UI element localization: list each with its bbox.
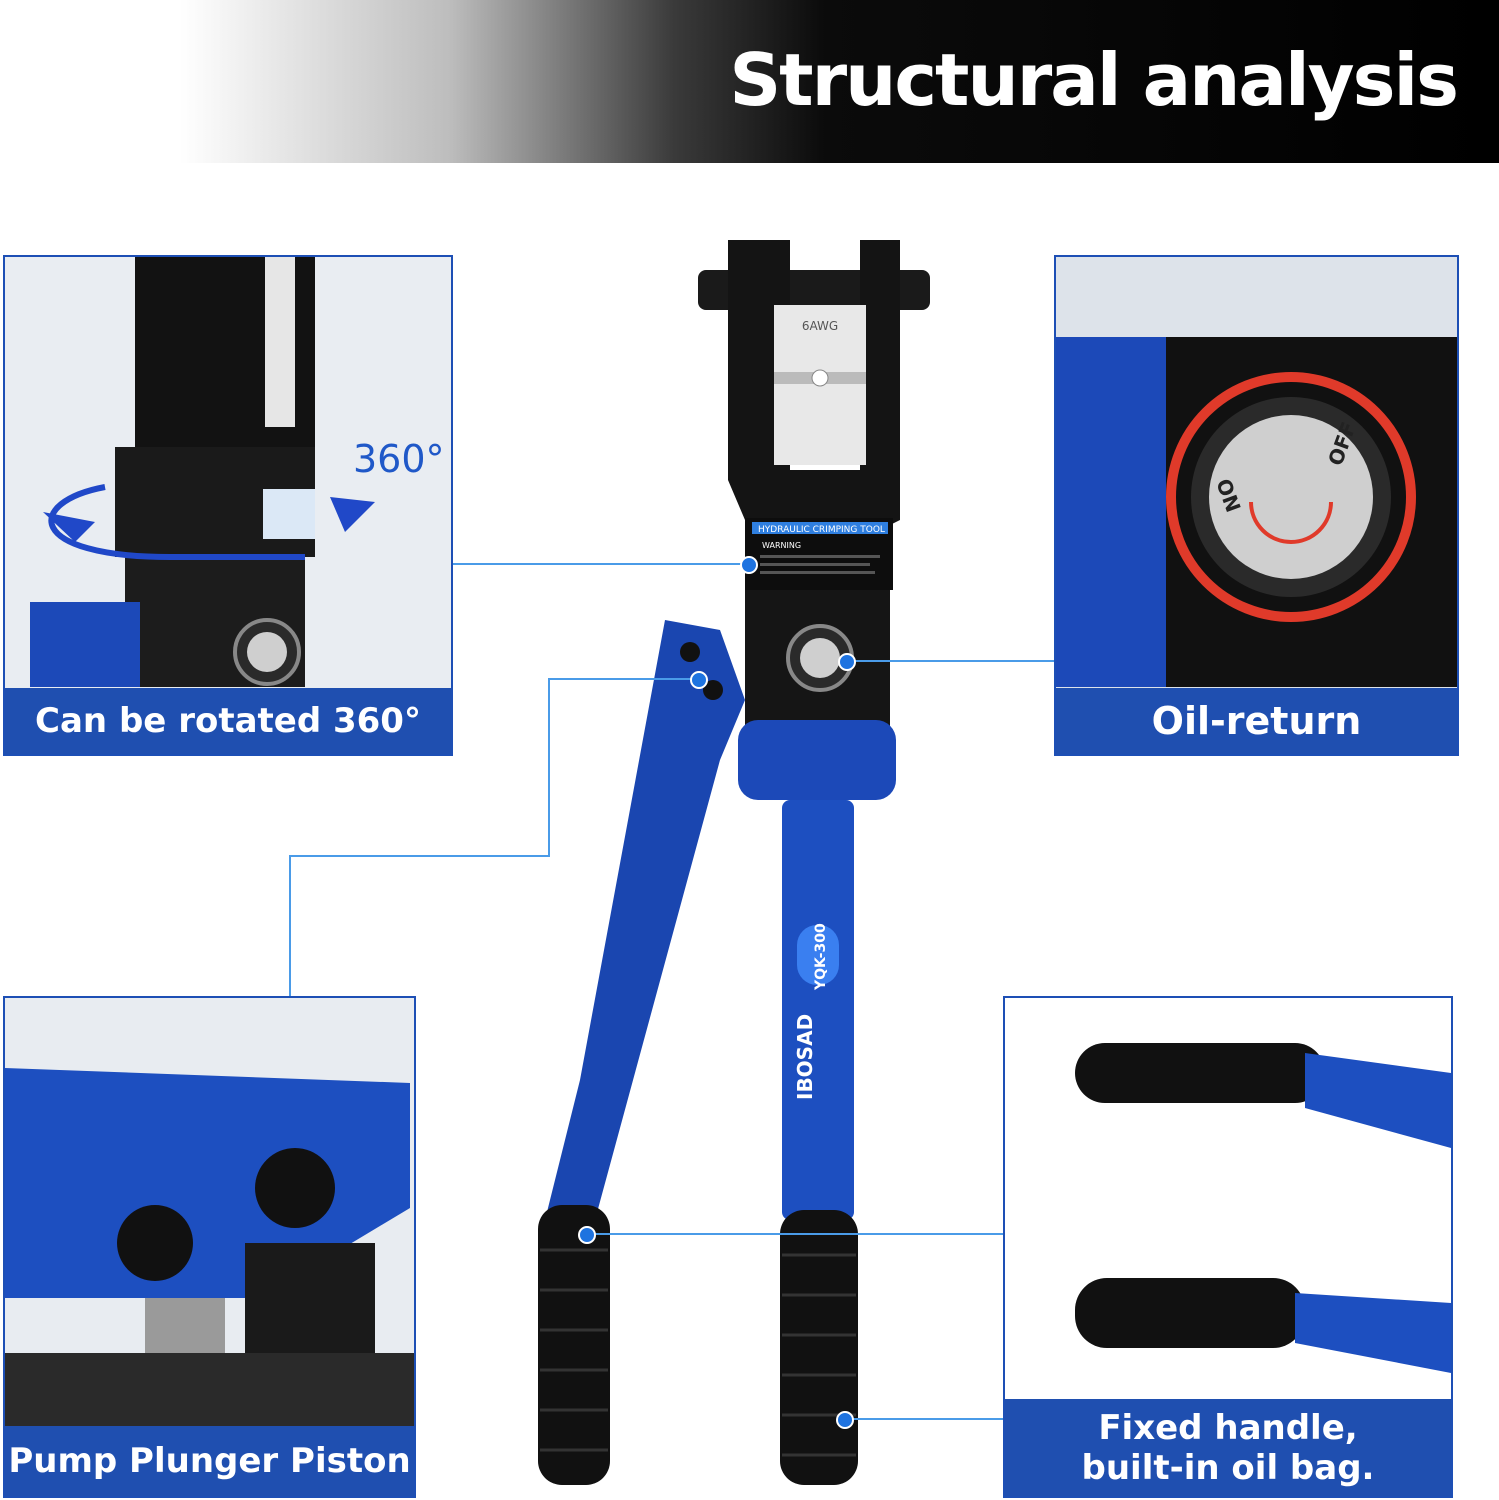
callout-line-pump-h1 — [548, 678, 698, 680]
rotate-illustration — [30, 257, 375, 687]
callout-line-handle-bottom — [843, 1418, 1003, 1420]
caption-handle: Fixed handle, built-in oil bag. — [1005, 1399, 1451, 1496]
fixed-handle — [782, 800, 854, 1220]
callout-dot-pump — [690, 671, 708, 689]
brand-label: IBOSAD — [793, 1014, 817, 1100]
pump-lever — [545, 620, 745, 1220]
tool-label-title: HYDRAULIC CRIMPING TOOL — [758, 525, 885, 535]
oil-return-illustration: ON OFF — [1056, 337, 1457, 687]
callout-line-pump-h2 — [289, 855, 550, 857]
caption-handle-line1: Fixed handle, — [1098, 1407, 1358, 1448]
panel-pump: Pump Plunger Piston — [3, 996, 416, 1498]
die-mark: 6AWG — [802, 319, 838, 333]
callout-dot-handle-top — [578, 1226, 596, 1244]
handle-grip — [780, 1210, 858, 1485]
rotate-angle-label: 360° — [353, 437, 445, 481]
panel-handle: Fixed handle, built-in oil bag. — [1003, 996, 1453, 1498]
blue-sleeve — [738, 720, 896, 800]
caption-oil-return: Oil-return — [1056, 688, 1457, 754]
model-label: YQK-300 — [813, 923, 829, 991]
callout-dot-handle-bottom — [836, 1411, 854, 1429]
lever-grip — [538, 1205, 610, 1485]
tool-warning-text: WARNING — [762, 541, 801, 550]
die-head: 6AWG — [698, 240, 930, 530]
caption-handle-line2: built-in oil bag. — [1081, 1447, 1375, 1488]
page-title: Structural analysis — [729, 38, 1459, 122]
callout-dot-oil — [838, 653, 856, 671]
panel-rotate: 360° Can be rotated 360° — [3, 255, 453, 756]
callout-line-handle-top — [585, 1233, 1003, 1235]
header-banner: Structural analysis — [0, 0, 1499, 163]
handle-illustration — [1075, 1043, 1451, 1373]
callout-line-rotate — [452, 563, 748, 565]
caption-pump: Pump Plunger Piston — [5, 1426, 414, 1496]
pump-illustration — [5, 1068, 414, 1428]
callout-line-oil — [846, 660, 1056, 662]
callout-line-pump-v2 — [289, 855, 291, 997]
tool-label-plate: HYDRAULIC CRIMPING TOOL WARNING — [745, 518, 893, 590]
callout-line-pump-v1 — [548, 678, 550, 856]
caption-rotate: Can be rotated 360° — [5, 688, 451, 754]
callout-dot-rotate — [740, 556, 758, 574]
panel-oil-return: ON OFF Oil-return — [1054, 255, 1459, 756]
